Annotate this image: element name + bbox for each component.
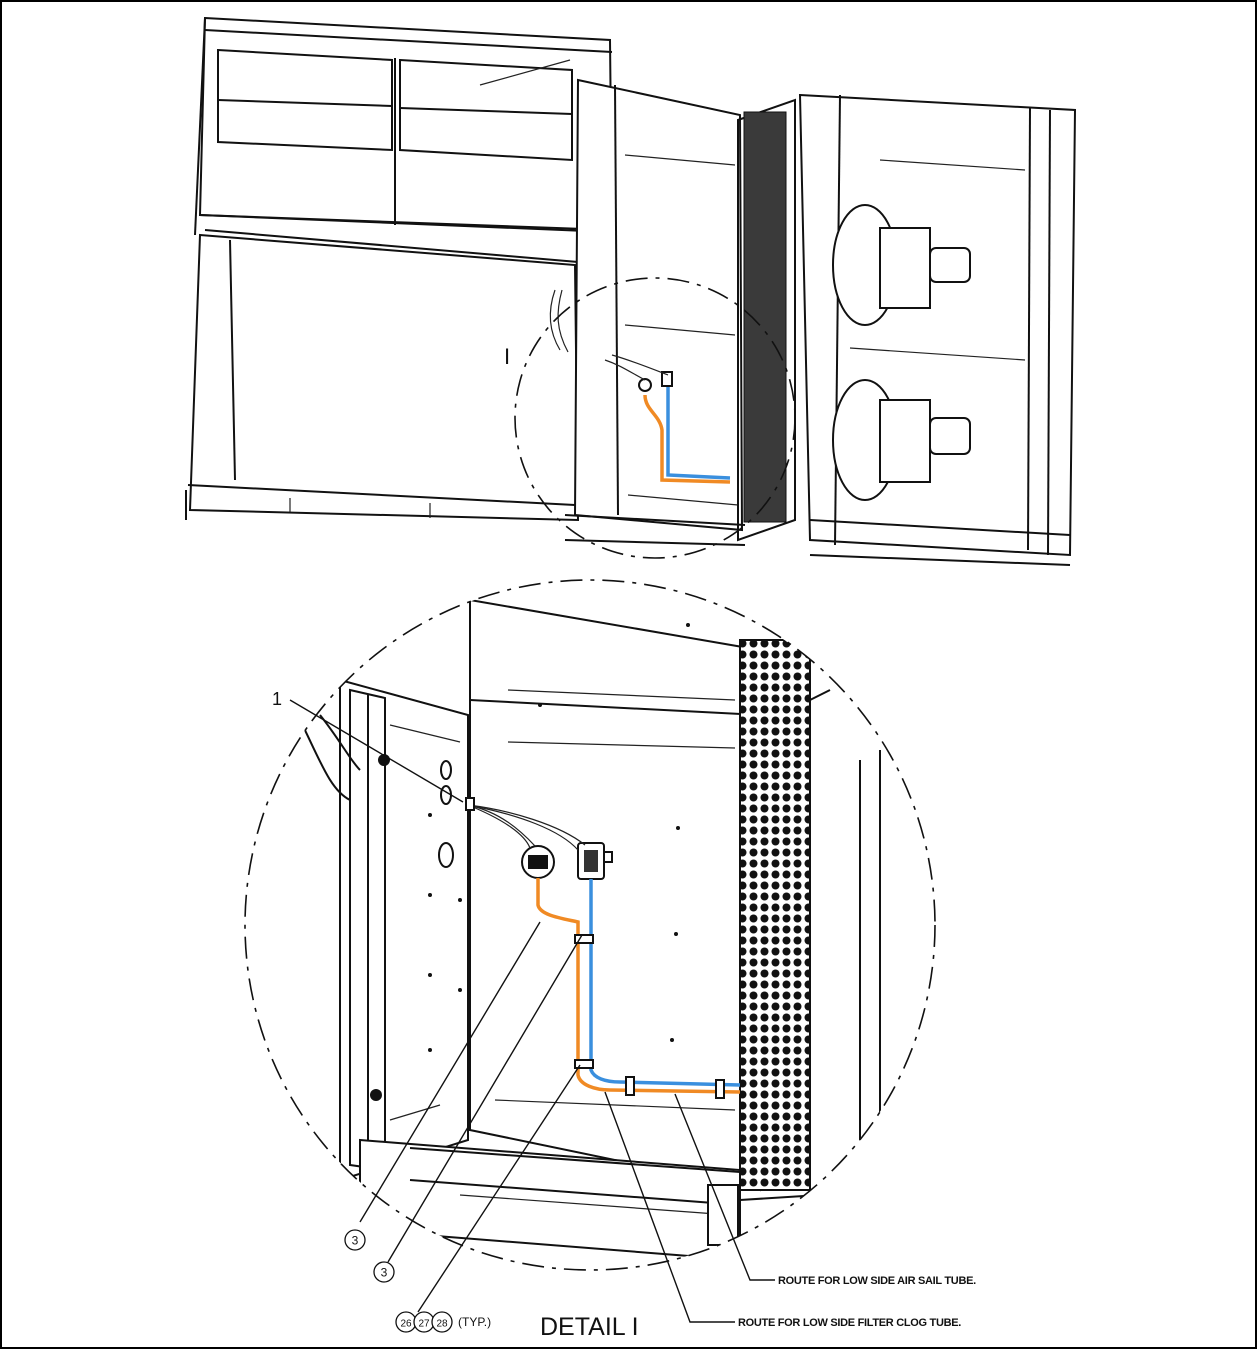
pressure-switch-round (521, 845, 555, 879)
detail-i-view (244, 579, 936, 1271)
callout-bubble-28 (431, 1311, 453, 1333)
callout-27-text: 27 (418, 1319, 430, 1330)
lower-left-housing (185, 233, 580, 522)
isometric-unit-view: I (185, 16, 1077, 566)
callout-bubble-3-left (344, 1229, 366, 1251)
top-view-tubes (604, 354, 731, 484)
low-side-air-sail-tube (536, 878, 741, 1094)
callout-26-text: 26 (400, 1319, 412, 1330)
callout-bubble-3-right (373, 1261, 395, 1283)
callout-28-text: 28 (436, 1319, 448, 1330)
pressure-switch-square (577, 842, 613, 880)
typical-label: (TYP.) (458, 1315, 491, 1329)
callout-3-right-text: 3 (381, 1266, 388, 1280)
note-filter-clog-tube: ROUTE FOR LOW SIDE FILTER CLOG TUBE. (738, 1317, 961, 1329)
fan-section (798, 93, 1077, 566)
detail-title: DETAIL I (540, 1313, 639, 1341)
detail-i-boundary (244, 579, 936, 1271)
item-one-label: 1 (272, 689, 282, 709)
callout-3-left-text: 3 (352, 1234, 359, 1248)
detail-i-indicator-circle (514, 277, 796, 559)
filter-section (564, 78, 796, 546)
low-side-filter-clog-tube (589, 879, 741, 1087)
damper-frame (194, 16, 614, 271)
detail-marker-label: I (504, 344, 510, 369)
note-air-sail-tube: ROUTE FOR LOW SIDE AIR SAIL TUBE. (778, 1275, 976, 1287)
callouts: 1 3 3 26 27 28 (TYP.) ROUTE FOR LOW SIDE… (272, 689, 976, 1341)
